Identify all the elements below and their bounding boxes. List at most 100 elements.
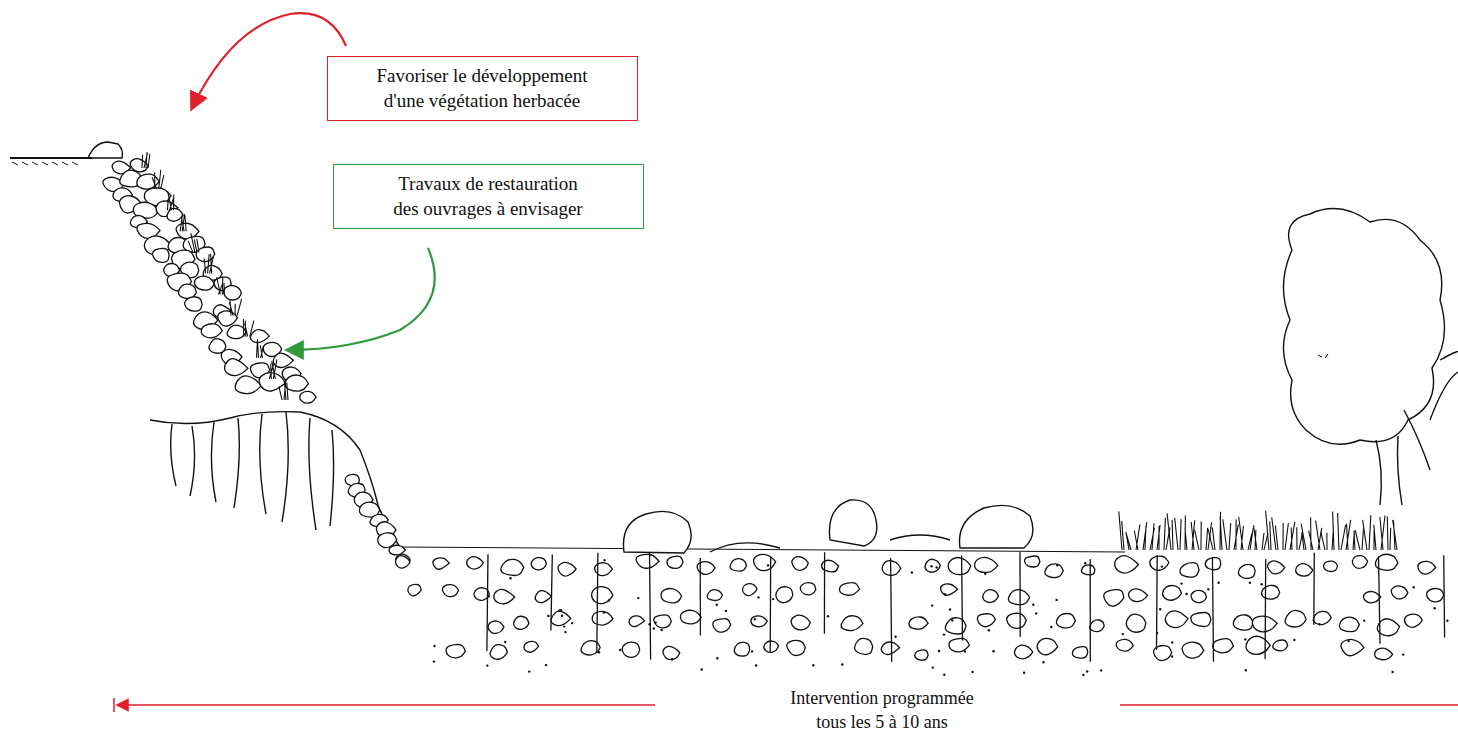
gravel-dot [988, 629, 990, 631]
stone [941, 584, 958, 595]
gravel-dot [598, 651, 600, 653]
gravel-dot [433, 645, 435, 647]
grass-tuft [1150, 523, 1154, 550]
gravel-dot [1122, 633, 1124, 635]
stone [592, 611, 613, 625]
gravel-dot [653, 627, 655, 629]
gravel-dot [528, 670, 530, 672]
gravel-dot [1032, 604, 1034, 606]
grass-tuft [1262, 533, 1268, 550]
gravel-dot [992, 650, 994, 652]
stone [501, 559, 524, 575]
stone [764, 641, 779, 652]
stone [983, 590, 999, 603]
root-lines [171, 412, 334, 530]
grass-tuft [1393, 520, 1397, 550]
callout-text: Travaux de restauration des ouvrages à e… [348, 171, 628, 221]
stone [1129, 589, 1148, 602]
tree-trunk [1376, 410, 1430, 505]
grass-tuft [152, 170, 164, 189]
stone [792, 557, 808, 571]
stake [1313, 553, 1315, 625]
stone [1377, 619, 1399, 636]
gravel-dot [433, 660, 435, 662]
stone [494, 589, 515, 603]
stone [194, 276, 214, 290]
stone [734, 642, 749, 656]
stone [948, 557, 971, 574]
boulders [623, 500, 1032, 553]
stone [1341, 639, 1364, 655]
grass-tuft [168, 191, 174, 210]
gravel-dot [1084, 562, 1086, 564]
callout-text: Favoriser le développement d'une végétat… [342, 63, 622, 113]
grass-tuft [1332, 512, 1334, 551]
grass-tuft [180, 214, 186, 231]
gravel-dot [725, 610, 727, 612]
gravel-dot [827, 615, 829, 617]
gravel-dot [754, 618, 756, 620]
gravel-dot [938, 650, 940, 652]
stone [1150, 556, 1169, 570]
grass-tuft [1248, 528, 1253, 550]
stone [1116, 639, 1133, 651]
gravel-dot [1217, 582, 1219, 584]
gravel-dot [654, 621, 656, 623]
bank-face [300, 412, 400, 547]
stone [787, 640, 805, 655]
stone [636, 554, 659, 568]
gravel-dot [660, 629, 662, 631]
grass-tuft [243, 319, 254, 337]
grass-tuft [1185, 515, 1187, 550]
grass-tuft [1206, 522, 1212, 550]
stone [661, 588, 682, 602]
stone [776, 587, 793, 603]
stake [770, 557, 772, 653]
stone [977, 614, 995, 627]
stone [680, 610, 701, 624]
gravel-dot [504, 641, 506, 643]
stone [535, 591, 551, 603]
stone [1025, 556, 1040, 567]
road-hatch [12, 162, 78, 165]
grass-tuft [1380, 516, 1385, 551]
stone [395, 556, 410, 568]
stone [551, 611, 571, 625]
stake [1443, 555, 1445, 637]
gravel-dot [911, 571, 913, 573]
gravel-dot [716, 604, 718, 606]
stone [1268, 561, 1285, 574]
gravel-dot [943, 633, 945, 635]
gravel-dot [1318, 623, 1320, 625]
grass-tuft [1272, 517, 1278, 550]
stake [1019, 552, 1021, 637]
stone [1191, 590, 1206, 602]
stone [949, 638, 969, 651]
gravel-dot [564, 631, 566, 633]
grass-tuft [279, 381, 288, 400]
gravel-dot [561, 615, 563, 617]
gravel-dot [1082, 674, 1084, 676]
stone [524, 641, 539, 652]
gravel-dot [1023, 672, 1025, 674]
stone [1313, 611, 1331, 624]
stone [1180, 563, 1199, 577]
stone [882, 561, 901, 576]
grass-tuft [1134, 524, 1140, 550]
gravel-dot [841, 663, 843, 665]
stone [218, 311, 238, 326]
gravel-dot [1050, 626, 1052, 628]
stone [201, 324, 222, 338]
boulder [960, 505, 1033, 548]
stones [103, 159, 1449, 677]
grass-tuft [1338, 513, 1346, 550]
gravel-dot [1363, 619, 1365, 621]
stone [800, 583, 815, 595]
gravel-dot [1171, 655, 1173, 657]
gravel-dot [932, 666, 934, 668]
gravel-dot [971, 671, 973, 673]
stone [1233, 615, 1253, 630]
gravel-dot [563, 625, 565, 627]
grass-tuft [1266, 511, 1271, 550]
gravel-dot [547, 615, 549, 617]
